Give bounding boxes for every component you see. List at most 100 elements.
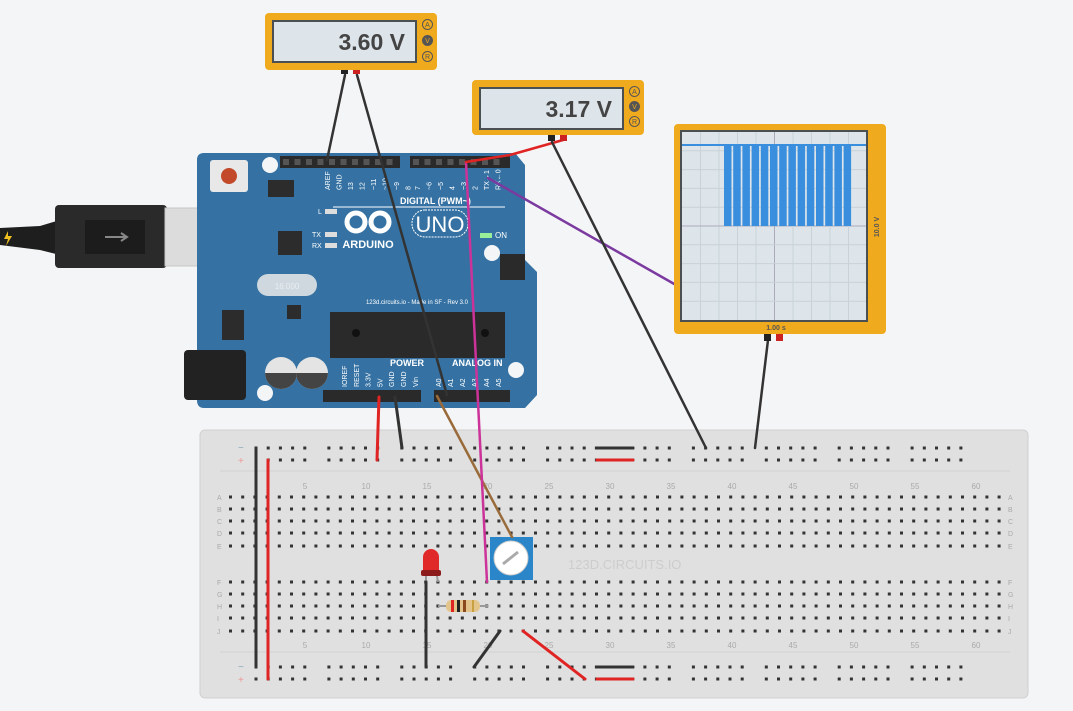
breadboard-hole (351, 604, 354, 608)
breadboard-hole (961, 580, 964, 584)
breadboard-hole (900, 604, 903, 608)
multimeter-1[interactable]: 3.60 V A V R (265, 13, 437, 70)
breadboard-hole (326, 592, 330, 596)
rail-hole (728, 458, 732, 462)
header-pin (340, 159, 347, 165)
breadboard-hole (997, 544, 1001, 548)
rail-hole (303, 677, 307, 681)
rail-hole (777, 677, 780, 681)
arduino-uno-board[interactable]: 16.000 UNO ARDUINO ON L TX RX DIGITAL (P… (184, 153, 537, 408)
potentiometer[interactable] (490, 537, 533, 580)
breadboard-hole (704, 616, 708, 620)
mode-a-button[interactable]: A (422, 19, 433, 30)
breadboard-hole (290, 531, 293, 535)
breadboard-hole (619, 507, 623, 511)
breadboard-hole (692, 580, 696, 584)
trace-pulse (788, 145, 796, 226)
rail-hole (449, 665, 453, 669)
breadboard-hole (460, 544, 464, 548)
breadboard-hole (656, 544, 659, 548)
breadboard-hole (717, 592, 720, 596)
breadboard-hole (534, 629, 537, 633)
rail-hole (837, 677, 841, 681)
mode-v-button[interactable]: V (422, 35, 433, 46)
breadboard-hole (680, 616, 684, 620)
row-label: A (1008, 495, 1013, 502)
breadboard-hole (241, 580, 245, 584)
rail-hole (922, 446, 926, 450)
breadboard-hole (900, 544, 903, 548)
breadboard-hole (753, 519, 757, 523)
breadboard-hole (765, 544, 769, 548)
breadboard-hole (412, 544, 415, 548)
rail-hole (570, 458, 574, 462)
breadboard-hole (985, 544, 989, 548)
rail-hole (910, 458, 914, 462)
breadboard-hole (351, 580, 354, 584)
rail-hole (546, 665, 550, 669)
breadboard-hole (704, 580, 708, 584)
wire-pin3-magenta (464, 160, 489, 584)
breadboard-hole (802, 544, 806, 548)
breadboard-hole (875, 495, 879, 499)
wires[interactable] (254, 73, 770, 681)
rail-hole (789, 677, 793, 681)
mode-a-button[interactable]: A (629, 86, 640, 97)
multimeter-2[interactable]: 3.17 V A V R (472, 80, 644, 135)
rail-hole (509, 458, 513, 462)
rail-hole (959, 446, 963, 450)
breadboard-hole (497, 616, 501, 620)
mode-r-button[interactable]: R (422, 51, 433, 62)
rail-hole (801, 446, 805, 450)
rail-hole (570, 677, 574, 681)
breadboard-hole (302, 495, 306, 499)
header-pin (294, 159, 301, 165)
mode-r-button[interactable]: R (629, 116, 640, 127)
breadboard-hole (839, 629, 842, 633)
mode-v-button[interactable]: V (629, 101, 640, 112)
breadboard-hole (570, 592, 574, 596)
breadboard-hole (534, 519, 537, 523)
breadboard-hole (961, 592, 964, 596)
breadboard-hole (448, 531, 452, 535)
header-pin (352, 159, 358, 165)
breadboard-hole (912, 629, 916, 633)
breadboard-hole (582, 519, 586, 523)
resistor[interactable] (438, 600, 488, 612)
breadboard-hole (497, 507, 501, 511)
breadboard-hole (473, 580, 476, 584)
breadboard-hole (790, 544, 794, 548)
rail-hole (764, 446, 768, 450)
breadboard-hole (375, 604, 379, 608)
row-label: D (1008, 531, 1013, 538)
breadboard-hole (985, 580, 989, 584)
rail-hole (376, 677, 380, 681)
column-label: 45 (789, 641, 798, 650)
header-pin (482, 159, 488, 165)
breadboard-hole (546, 580, 550, 584)
crystal-label: 16.000 (275, 282, 300, 291)
rail-hole (364, 458, 367, 462)
column-label: 20 (484, 482, 493, 491)
breadboard-hole (704, 531, 708, 535)
column-label: 5 (303, 641, 308, 650)
rail-hole (691, 446, 695, 450)
breadboard-hole (448, 507, 452, 511)
breadboard-hole (473, 519, 476, 523)
breadboard-hole (387, 507, 391, 511)
breadboard-hole (741, 519, 745, 523)
breadboard[interactable]: 5510101515202025253030353540404545505055… (199, 429, 1029, 699)
breadboard-hole (680, 519, 684, 523)
breadboard-hole (277, 507, 281, 511)
breadboard-hole (570, 495, 574, 499)
rail-hole (922, 665, 926, 669)
breadboard-hole (900, 519, 903, 523)
breadboard-hole (277, 531, 281, 535)
breadboard-hole (887, 629, 891, 633)
breadboard-hole (839, 531, 842, 535)
breadboard-hole (948, 507, 952, 511)
oscilloscope[interactable]: 1.00 s 10.0 V (674, 124, 886, 341)
breadboard-hole (595, 495, 598, 499)
red-led[interactable] (421, 549, 441, 583)
